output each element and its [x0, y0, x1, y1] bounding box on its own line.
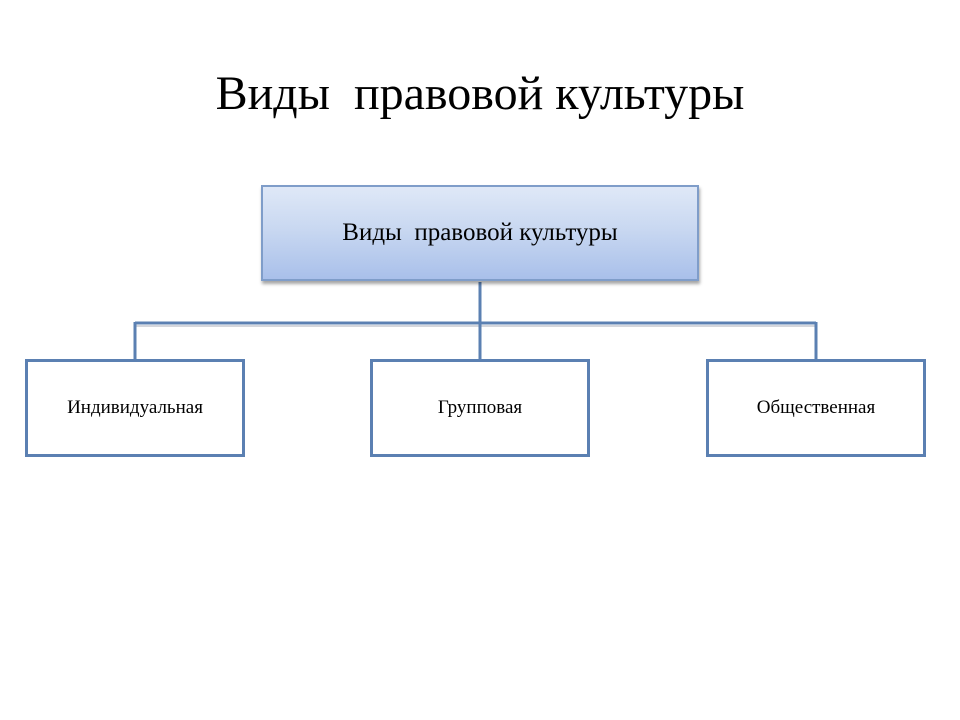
root-node: Виды правовой культуры [261, 185, 699, 281]
root-node-label: Виды правовой культуры [342, 219, 618, 246]
child-node-label: Общественная [756, 397, 876, 418]
slide-title: Виды правовой культуры [215, 67, 745, 120]
child-node-individual: Индивидуальная [25, 359, 245, 457]
child-node-group: Групповая [370, 359, 590, 457]
child-node-label: Индивидуальная [67, 397, 203, 418]
child-node-social: Общественная [706, 359, 926, 457]
child-node-label: Групповая [437, 397, 523, 418]
